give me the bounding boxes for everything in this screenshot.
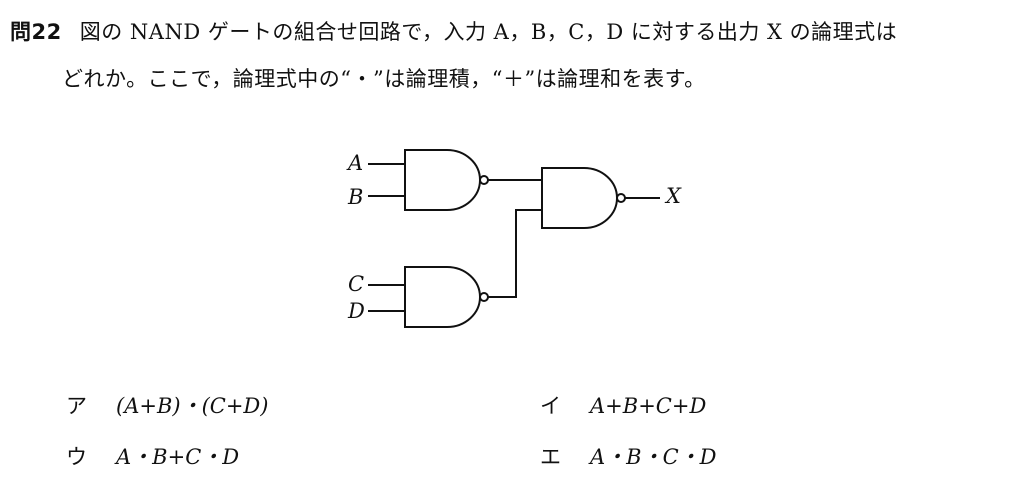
choice-expression: (A+B)・(C+D) bbox=[116, 394, 269, 418]
input-label-c: C bbox=[348, 272, 364, 296]
choice-key: イ bbox=[540, 394, 561, 418]
output-label-x: X bbox=[664, 184, 682, 208]
nand-gate-1 bbox=[404, 149, 481, 211]
input-label-d: D bbox=[347, 299, 365, 323]
nand-gate-3 bbox=[541, 167, 618, 229]
choice-expression: A・B・C・D bbox=[590, 445, 717, 469]
question-number: 問22 bbox=[10, 20, 62, 44]
input-label-b: B bbox=[347, 185, 363, 209]
choice-expression: A・B+C・D bbox=[116, 445, 240, 469]
nand-gate-2 bbox=[404, 266, 481, 328]
nand-gate-1-bubble bbox=[479, 175, 489, 185]
choice-key: ウ bbox=[66, 445, 87, 469]
nand-gate-2-bubble bbox=[479, 292, 489, 302]
input-label-a: A bbox=[346, 151, 363, 175]
question-text-line-2: どれか。ここで，論理式中の“・”は論理積，“＋”は論理和を表す。 bbox=[62, 67, 706, 91]
choice-key: ア bbox=[66, 394, 87, 418]
choice-key: エ bbox=[540, 445, 561, 469]
question-text-line-1: 図の NAND ゲートの組合せ回路で，入力 A，B，C，D に対する出力 X の… bbox=[79, 20, 898, 44]
choice-expression: A+B+C+D bbox=[590, 394, 707, 418]
answer-choice-e[interactable]: エ A・B・C・D bbox=[540, 443, 717, 471]
answer-choice-i[interactable]: イ A+B+C+D bbox=[540, 392, 706, 420]
answer-choice-u[interactable]: ウ A・B+C・D bbox=[66, 443, 239, 471]
wire-gate2-to-gate3 bbox=[488, 209, 542, 298]
question-line-1: 問22 図の NAND ゲートの組合せ回路で，入力 A，B，C，D に対する出力 … bbox=[10, 18, 897, 46]
question-line-2: どれか。ここで，論理式中の“・”は論理積，“＋”は論理和を表す。 bbox=[62, 65, 706, 93]
answer-choice-a[interactable]: ア (A+B)・(C+D) bbox=[66, 392, 268, 420]
nand-circuit-diagram: A B C D X bbox=[346, 149, 682, 328]
nand-gate-3-bubble bbox=[616, 193, 626, 203]
